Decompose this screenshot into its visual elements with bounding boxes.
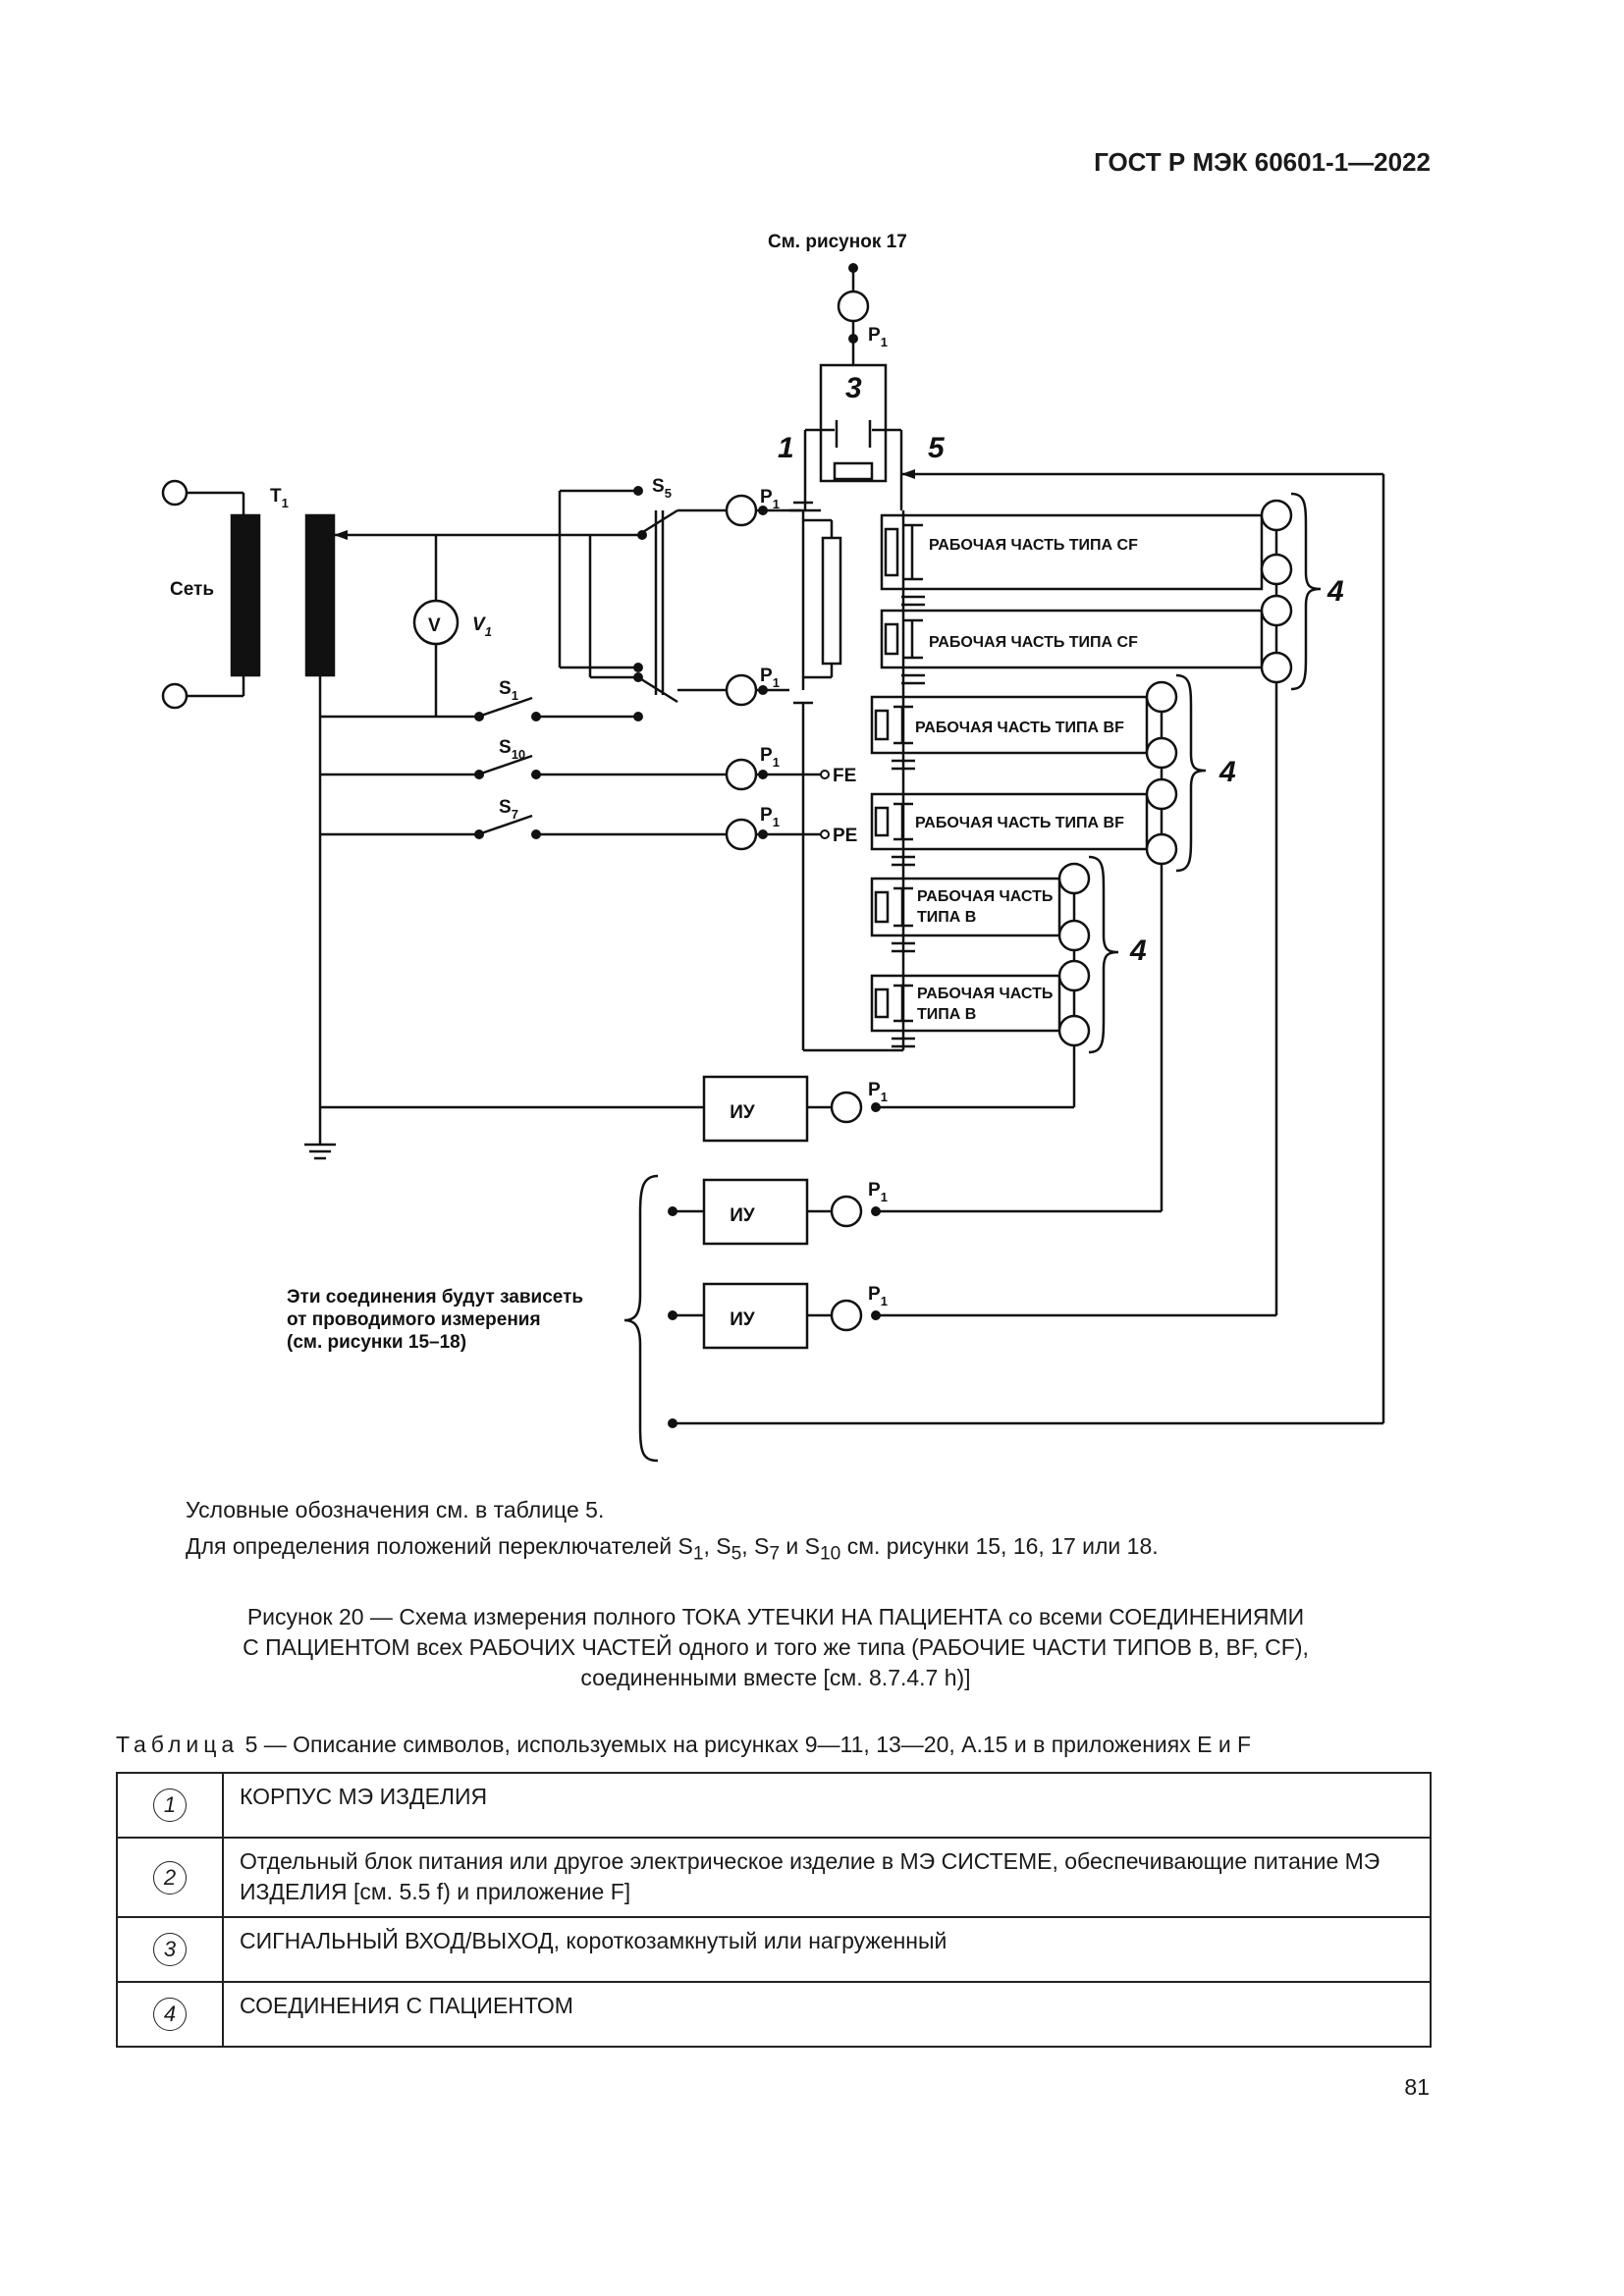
- symbol-description: КОРПУС МЭ ИЗДЕЛИЯ: [222, 1772, 1432, 1839]
- applied-part-bf-1: РАБОЧАЯ ЧАСТЬ ТИПА BF: [915, 720, 1124, 736]
- svg-text:P1: P1: [868, 1080, 888, 1104]
- table-row: 4 СОЕДИНЕНИЯ С ПАЦИЕНТОМ: [116, 1981, 1432, 2048]
- document-header: ГОСТ Р МЭК 60601-1—2022: [1094, 147, 1431, 177]
- voltmeter-symbol: V: [428, 615, 441, 636]
- symbols-note: Условные обозначения см. в таблице 5.: [186, 1497, 605, 1522]
- see-figure-17-label: См. рисунок 17: [768, 232, 907, 252]
- resistor-symbol: [874, 806, 890, 837]
- switch-positions-note: Для определения положений переключателей…: [186, 1533, 1159, 1565]
- table-row: 2 Отдельный блок питания или другое элек…: [116, 1837, 1432, 1918]
- transformer-label: T1: [270, 486, 289, 510]
- resistor-symbol: [874, 890, 890, 924]
- applied-part-box: [870, 695, 1149, 755]
- symbol-number: 4: [153, 1998, 187, 2031]
- switch-s10-label: S10: [499, 737, 525, 762]
- resistor-symbol: [884, 622, 899, 656]
- switch-s7-label: S7: [499, 797, 518, 822]
- svg-text:P1: P1: [760, 745, 780, 770]
- resistor-symbol: [874, 709, 890, 741]
- symbol-description: СОЕДИНЕНИЯ С ПАЦИЕНТОМ: [222, 1981, 1432, 2048]
- callout-3: 3: [845, 372, 862, 404]
- svg-text:P1: P1: [868, 325, 888, 349]
- symbol-number: 1: [153, 1789, 187, 1822]
- symbols-table: 1 КОРПУС МЭ ИЗДЕЛИЯ 2 Отдельный блок пит…: [116, 1772, 1432, 2048]
- svg-text:P1: P1: [868, 1180, 888, 1204]
- applied-part-box: [870, 792, 1149, 851]
- callout-1: 1: [778, 432, 794, 464]
- svg-text:P1: P1: [760, 666, 780, 690]
- svg-text:P1: P1: [868, 1284, 888, 1308]
- pe-label: PE: [833, 826, 857, 846]
- switch-s1-label: S1: [499, 678, 518, 703]
- callout-4-bf: 4: [1218, 756, 1236, 788]
- applied-part-bf-2: РАБОЧАЯ ЧАСТЬ ТИПА BF: [915, 815, 1124, 831]
- svg-text:P1: P1: [760, 805, 780, 829]
- applied-part-cf-2: РАБОЧАЯ ЧАСТЬ ТИПА CF: [929, 634, 1138, 651]
- measuring-device-2: ИУ: [730, 1205, 755, 1226]
- mains-label: Сеть: [170, 579, 214, 600]
- table-row: 1 КОРПУС МЭ ИЗДЕЛИЯ: [116, 1772, 1432, 1839]
- applied-part-box: [870, 877, 1061, 937]
- table-title: Таблица 5 — Описание символов, используе…: [116, 1732, 1252, 1757]
- circuit-diagram: См. рисунок 17 Сеть T1 V V1 S5 S1 S10 S7…: [161, 232, 1385, 1463]
- applied-part-box: [880, 609, 1264, 669]
- figure-caption: Рисунок 20 — Схема измерения полного ТОК…: [243, 1604, 1309, 1690]
- voltmeter-label: V1: [472, 614, 492, 639]
- applied-part-cf-1: РАБОЧАЯ ЧАСТЬ ТИПА CF: [929, 537, 1138, 554]
- symbol-description: Отдельный блок питания или другое электр…: [222, 1837, 1432, 1918]
- callout-4-b: 4: [1129, 934, 1147, 967]
- p1-labels: P1 P1 P1 P1 P1 P1 P1 P1: [760, 325, 888, 1308]
- applied-part-box: [870, 974, 1061, 1033]
- callout-4-cf: 4: [1326, 575, 1344, 608]
- table-row: 3 СИГНАЛЬНЫЙ ВХОД/ВЫХОД, короткозамкнуты…: [116, 1916, 1432, 1983]
- resistor-symbol: [874, 988, 890, 1019]
- applied-part-box: [880, 513, 1264, 591]
- symbol-number: 3: [153, 1933, 187, 1966]
- switch-s5-label: S5: [652, 476, 672, 501]
- symbol-description: СИГНАЛЬНЫЙ ВХОД/ВЫХОД, короткозамкнутый …: [222, 1916, 1432, 1983]
- page-number: 81: [1404, 2074, 1430, 2100]
- callout-5: 5: [928, 432, 946, 464]
- svg-text:P1: P1: [760, 487, 780, 511]
- measuring-device-1: ИУ: [730, 1102, 755, 1123]
- symbol-number: 2: [153, 1860, 187, 1895]
- resistor-symbol: [884, 527, 899, 577]
- measuring-device-3: ИУ: [730, 1309, 755, 1330]
- fe-label: FE: [833, 766, 856, 786]
- connections-note: Эти соединения будут зависеть от проводи…: [287, 1287, 588, 1353]
